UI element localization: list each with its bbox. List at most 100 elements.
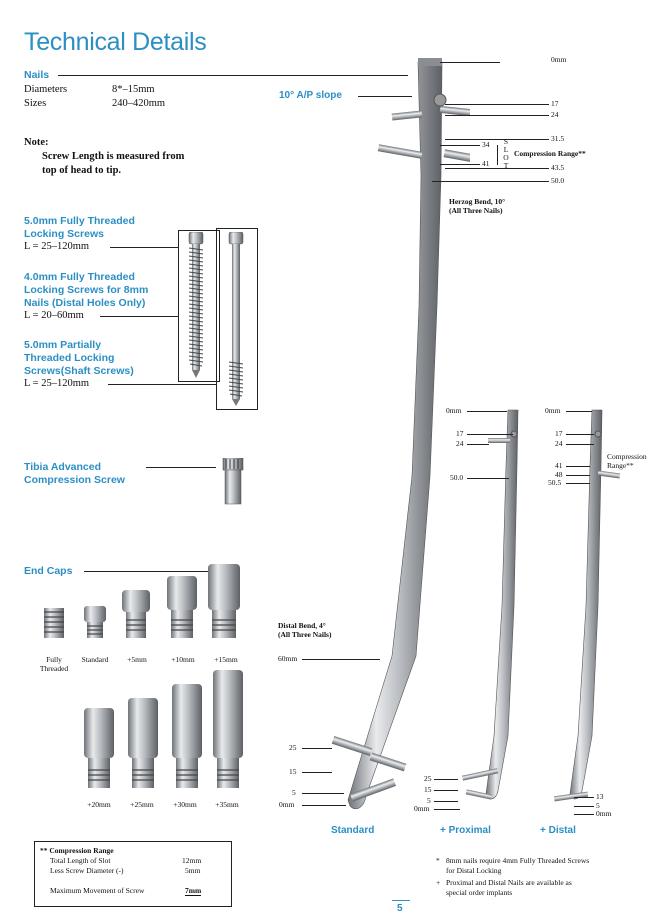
prox-line-5 — [434, 801, 458, 802]
herzog-line1: Herzog Bend, 10° — [449, 197, 506, 206]
screw2-leader — [100, 316, 178, 317]
dist-mark-5: 5 — [596, 801, 600, 810]
std-line-0mm — [440, 62, 500, 63]
prox-mark-17: 17 — [456, 429, 464, 438]
dist-line-0mm — [566, 411, 592, 412]
page-number: 5 — [397, 903, 403, 914]
end-caps-row2-image — [84, 670, 243, 788]
end-cap-label-25mm: +25mm — [130, 800, 154, 809]
fully-threaded-screw-image — [188, 232, 204, 378]
dist-mark-50-5: 50.5 — [548, 478, 562, 487]
std-line-25 — [302, 748, 332, 749]
screw-box-left — [178, 230, 220, 382]
screw2-title-line3: Nails (Distal Holes Only) — [24, 297, 146, 309]
screw3-title-line2: Threaded Locking — [24, 352, 115, 364]
slot-letter-s: S — [503, 137, 509, 146]
herzog-line2: (All Three Nails) — [449, 206, 503, 215]
screw-box-right — [216, 228, 258, 410]
tibia-screw-title-line1: Tibia Advanced — [24, 461, 102, 473]
std-mark-5: 5 — [292, 788, 296, 797]
slot-letter-t: T — [503, 161, 509, 170]
distal-nail-label: + Distal — [540, 825, 576, 836]
dist-mark-48: 48 — [555, 470, 563, 479]
screw1-leader — [110, 247, 178, 248]
footnote1-mark: * — [436, 856, 440, 865]
end-caps-row1-image — [44, 564, 240, 638]
std-line-50 — [432, 181, 549, 182]
tibia-screw-title-line2: Compression Screw — [24, 474, 125, 486]
nails-heading: Nails — [24, 69, 50, 81]
prox-mark-0mm: 0mm — [446, 406, 462, 415]
end-cap-label-standard: Standard — [81, 655, 109, 664]
footnote1-line1: 8mm nails require 4mm Fully Threaded Scr… — [446, 856, 590, 865]
tibia-screw-leader — [146, 467, 216, 468]
compression-row3-label: Maximum Movement of Screw — [50, 886, 145, 895]
note-text-line1: Screw Length is measured from — [42, 151, 185, 162]
std-mark-0mm-bottom: 0mm — [279, 800, 295, 809]
compression-row1-label: Total Length of Slot — [50, 856, 111, 865]
page-number-rule — [392, 900, 410, 901]
screw3-leader — [108, 384, 216, 385]
dist-line-0mm-bottom — [574, 814, 594, 815]
end-cap-label-35mm: +35mm — [215, 800, 239, 809]
screw2-range: L = 20–60mm — [24, 310, 84, 321]
dist-line-5 — [574, 806, 594, 807]
prox-line-17 — [467, 434, 513, 435]
compression-range-box — [34, 841, 232, 907]
prox-line-0mm-bottom — [434, 809, 460, 810]
end-caps-leader — [84, 571, 208, 572]
slot-mark-34: 34 — [482, 140, 490, 149]
std-line-5 — [302, 793, 344, 794]
std-line-43-5 — [445, 168, 549, 169]
prox-mark-50: 50.0 — [450, 473, 464, 482]
std-line-0mm-bottom — [302, 805, 346, 806]
slot-bracket — [497, 145, 498, 165]
std-mark-17: 17 — [551, 99, 559, 108]
prox-line-24 — [467, 444, 489, 445]
standard-nail-label: Standard — [331, 825, 375, 836]
dist-mark-17: 17 — [555, 429, 563, 438]
prox-mark-0mm-bottom: 0mm — [414, 804, 430, 813]
standard-nail-image — [331, 58, 470, 809]
screw1-title-line1: 5.0mm Fully Threaded — [24, 215, 135, 227]
prox-mark-5: 5 — [427, 796, 431, 805]
dist-line-50-5 — [566, 483, 590, 484]
note-heading: Note: — [24, 137, 49, 148]
dist-mark-24: 24 — [555, 439, 563, 448]
prox-mark-25: 25 — [424, 774, 432, 783]
slot-letter-l: L — [503, 145, 509, 154]
dist-mark-0mm: 0mm — [545, 406, 561, 415]
sizes-value: 240–420mm — [112, 98, 166, 109]
end-cap-label-30mm: +30mm — [173, 800, 197, 809]
note-text-line2: top of head to tip. — [42, 165, 122, 176]
dist-line-48 — [566, 475, 590, 476]
proximal-nail-label: + Proximal — [440, 825, 491, 836]
std-line-24 — [445, 115, 549, 116]
footnote2-line2: special order implants — [446, 888, 513, 897]
prox-line-50 — [467, 478, 509, 479]
compression-row3-value: 7mm — [185, 886, 202, 896]
dist-compression-line2: Range** — [607, 461, 634, 470]
screw3-title-line1: 5.0mm Partially — [24, 339, 102, 351]
screw2-title-line2: Locking Screws for 8mm — [24, 284, 149, 296]
compression-box-heading: ** Compression Range — [40, 846, 114, 855]
slot-line-41 — [440, 164, 480, 165]
nails-leader-line — [58, 75, 408, 76]
std-mark-24: 24 — [551, 110, 559, 119]
slope-leader — [358, 96, 412, 97]
screw3-title-line3: Screws(Shaft Screws) — [24, 365, 134, 377]
screw3-range: L = 25–120mm — [24, 378, 90, 389]
tibia-compression-screw-image — [222, 458, 244, 505]
footnote2-line1: Proximal and Distal Nails are available … — [446, 878, 572, 887]
distal-bend-line2: (All Three Nails) — [278, 630, 332, 639]
proximal-nail-image — [461, 409, 519, 800]
std-line-15 — [302, 772, 332, 773]
diameters-value: 8*–15mm — [112, 84, 155, 95]
end-cap-label-10mm: +10mm — [171, 655, 195, 664]
compression-row2-label: Less Screw Diameter (-) — [50, 866, 124, 875]
dist-compression-line1: Compression — [607, 452, 647, 461]
std-mark-60mm: 60mm — [278, 654, 298, 663]
screw1-range: L = 25–120mm — [24, 241, 90, 252]
page-title: Technical Details — [24, 28, 207, 56]
std-compression-label: Compression Range** — [514, 149, 586, 158]
